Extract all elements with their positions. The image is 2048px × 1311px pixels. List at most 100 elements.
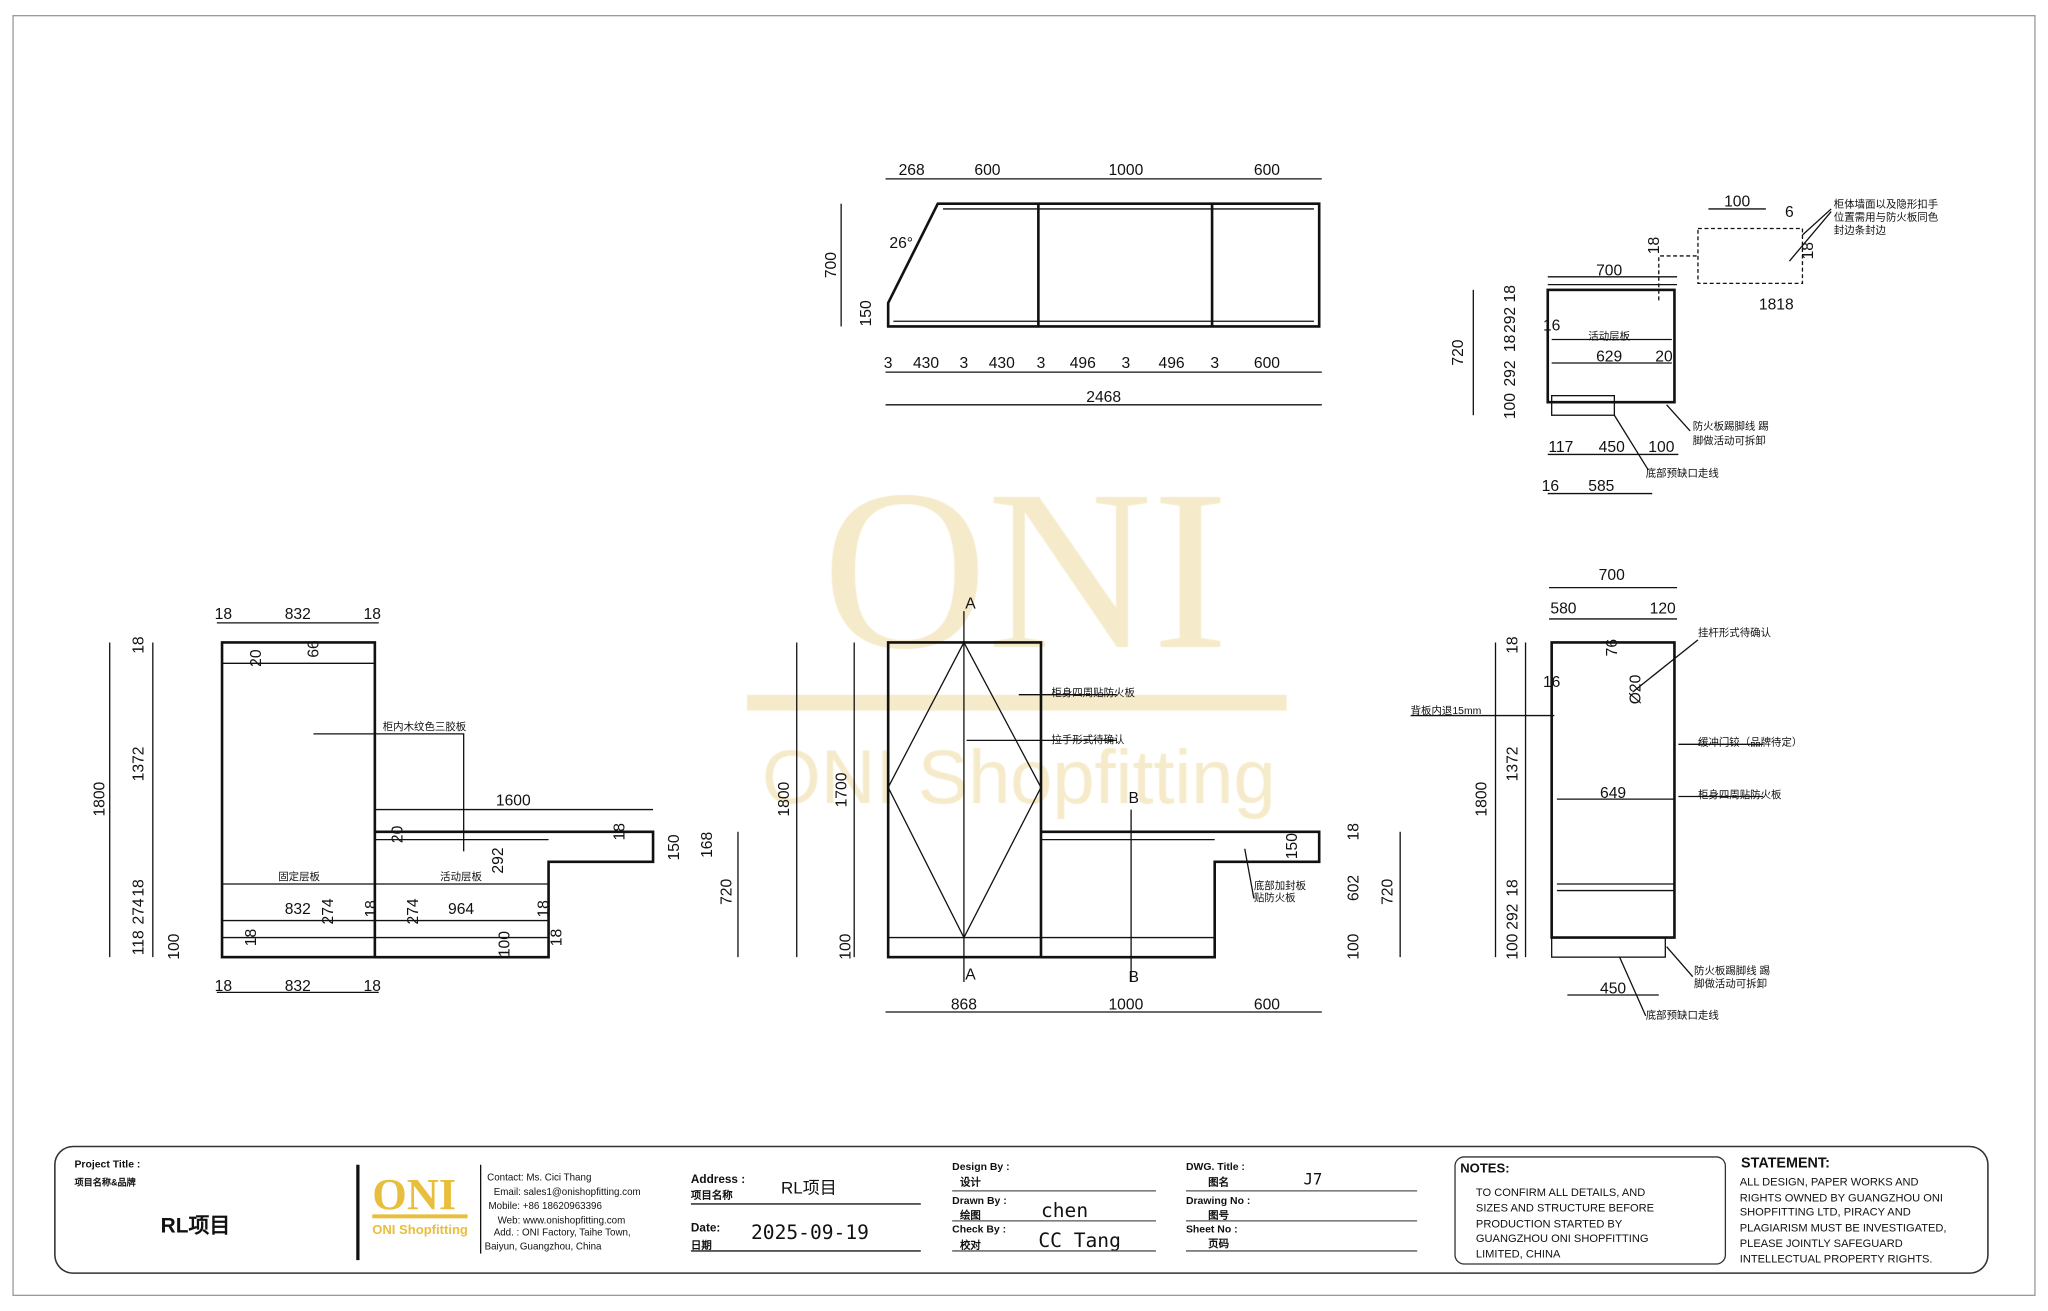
annotation-label: 防火板踢脚线 踢 bbox=[1693, 420, 1769, 433]
oni-logo: ONI bbox=[372, 1169, 456, 1219]
sheet-no-label: Sheet No : bbox=[1186, 1225, 1238, 1236]
dimension-value: 3 bbox=[960, 355, 969, 372]
dimension-value: 18 bbox=[215, 606, 233, 623]
dimension-value: 18 bbox=[1345, 823, 1362, 841]
annotation-label: 柜身四周贴防火板 bbox=[1051, 686, 1135, 699]
dimension-value: 6 bbox=[1785, 204, 1794, 221]
dimension-value: 18 bbox=[1505, 879, 1522, 897]
dimension-value: 964 bbox=[448, 901, 474, 918]
annotation-label: 柜身四周贴防火板 bbox=[1698, 788, 1782, 801]
dimension-value: 20 bbox=[248, 649, 265, 667]
statement-title: STATEMENT: bbox=[1741, 1155, 1830, 1171]
dimension-value: 100 bbox=[837, 933, 854, 959]
dimension-value: 26° bbox=[889, 235, 913, 252]
dimension-value: 600 bbox=[1254, 996, 1280, 1013]
annotation-label: 活动层板 bbox=[440, 870, 482, 883]
dimension-value: 274 bbox=[405, 898, 422, 924]
dimension-value: 100 bbox=[166, 933, 183, 959]
statement-line: ALL DESIGN, PAPER WORKS AND bbox=[1740, 1177, 1919, 1189]
dimension-value: 3 bbox=[884, 355, 893, 372]
dimension-value: 1372 bbox=[1505, 746, 1522, 781]
dimension-value: 18 bbox=[1502, 334, 1519, 352]
dimension-value: 150 bbox=[858, 300, 875, 326]
dimension-value: 496 bbox=[1159, 355, 1185, 372]
dimension-value: 100 bbox=[1505, 933, 1522, 959]
dimension-value: 18 bbox=[549, 929, 566, 947]
statement-line: RIGHTS OWNED BY GUANGZHOU ONI bbox=[1740, 1192, 1943, 1204]
dimension-value: 700 bbox=[823, 252, 840, 278]
dimension-value: 18 bbox=[1505, 636, 1522, 654]
dimension-value: 292 bbox=[1505, 904, 1522, 930]
dimension-value: 720 bbox=[718, 878, 735, 904]
dimension-value: 868 bbox=[951, 996, 977, 1013]
address-cn: 项目名称 bbox=[691, 1189, 733, 1202]
dimension-value: 832 bbox=[285, 978, 311, 995]
dimension-value: 118 bbox=[131, 930, 148, 955]
annotation-label: 背板内退15mm bbox=[1411, 704, 1482, 717]
contact-info: Contact: Ms. Cici Thang Email: sales1@on… bbox=[485, 1172, 641, 1252]
drawn-by-value: chen bbox=[1041, 1199, 1088, 1222]
statement-line: INTELLECTUAL PROPERTY RIGHTS. bbox=[1740, 1254, 1933, 1266]
annotation-label: 柜体墙面以及隐形扣手 bbox=[1834, 198, 1938, 211]
address-value: RL项目 bbox=[781, 1178, 837, 1197]
statement-line: PLEASE JOINTLY SAFEGUARD bbox=[1740, 1238, 1903, 1250]
dimension-value: 18 bbox=[131, 879, 148, 897]
dimension-value: 720 bbox=[1450, 339, 1467, 365]
section-top-right bbox=[1472, 208, 1832, 495]
annotation-label: 缓冲门铰（品牌待定） bbox=[1698, 736, 1802, 749]
date-cn: 日期 bbox=[691, 1238, 712, 1251]
top-plan-view bbox=[840, 178, 1322, 406]
dwg-title-value: J7 bbox=[1304, 1169, 1323, 1188]
dimension-value: 3 bbox=[1210, 355, 1219, 372]
annotation-label: 脚做活动可拆卸 bbox=[1694, 977, 1767, 990]
dimension-value: 18 bbox=[131, 636, 148, 654]
statement-line: SHOPFITTING LTD, PIRACY AND bbox=[1740, 1207, 1911, 1219]
annotation-label: 固定层板 bbox=[278, 870, 320, 883]
date-value: 2025-09-19 bbox=[751, 1221, 869, 1244]
date-label: Date: bbox=[691, 1221, 720, 1234]
dimension-value: 150 bbox=[1284, 833, 1301, 859]
notes-title: NOTES: bbox=[1460, 1161, 1509, 1176]
dimension-value: 292 bbox=[490, 847, 507, 873]
dimension-value: 100 bbox=[1724, 193, 1750, 210]
dimension-value: 430 bbox=[989, 355, 1015, 372]
dimension-value: 16 bbox=[1543, 317, 1561, 334]
dimension-value: A bbox=[965, 595, 976, 612]
dimension-value: 629 bbox=[1596, 349, 1622, 366]
dimension-value: 600 bbox=[1254, 162, 1280, 179]
dimension-value: 100 bbox=[1345, 933, 1362, 959]
dimension-value: 18 bbox=[364, 606, 382, 623]
dimension-value: 76 bbox=[1604, 639, 1621, 657]
dimension-value: 18 bbox=[243, 929, 260, 947]
dimension-value: 1818 bbox=[1759, 296, 1794, 313]
dimension-value: 20 bbox=[1655, 349, 1673, 366]
contact-address: Add. : ONI Factory, Taihe Town, bbox=[494, 1227, 631, 1238]
dimension-value: 18 bbox=[611, 823, 628, 841]
contact-address-2: Baiyun, Guangzhou, China bbox=[485, 1242, 602, 1253]
design-by-cn: 设计 bbox=[960, 1176, 981, 1189]
dimension-value: 268 bbox=[899, 162, 925, 179]
dimension-value: 100 bbox=[496, 931, 513, 957]
dimension-value: 16 bbox=[1543, 674, 1561, 691]
check-by-value: CC Tang bbox=[1038, 1229, 1121, 1252]
contact-email: Email: sales1@onishopfitting.com bbox=[494, 1187, 641, 1198]
sheet-no-cn: 页码 bbox=[1208, 1238, 1229, 1250]
annotation-label: 贴防火板 bbox=[1254, 891, 1296, 904]
dimension-value: 66 bbox=[306, 640, 323, 658]
dimension-value: 18 bbox=[1502, 285, 1519, 303]
dimension-value: 450 bbox=[1599, 439, 1625, 456]
front-elevation bbox=[796, 611, 1401, 1013]
annotation-label: 底部预缺口走线 bbox=[1646, 467, 1720, 480]
notes-line: SIZES AND STRUCTURE BEFORE bbox=[1476, 1203, 1654, 1215]
dimension-value: A bbox=[965, 966, 976, 983]
drawn-by-label: Drawn By : bbox=[952, 1196, 1007, 1207]
statement-line: PLAGIARISM MUST BE INVESTIGATED, bbox=[1740, 1222, 1947, 1234]
sheet-border bbox=[12, 15, 2036, 1296]
dimension-value: 18 bbox=[364, 978, 382, 995]
annotation-label: 位置需用与防火板同色 bbox=[1834, 211, 1939, 224]
dimension-value: 720 bbox=[1379, 878, 1396, 904]
dimension-value: 100 bbox=[1502, 393, 1519, 419]
dimension-value: 496 bbox=[1070, 355, 1096, 372]
